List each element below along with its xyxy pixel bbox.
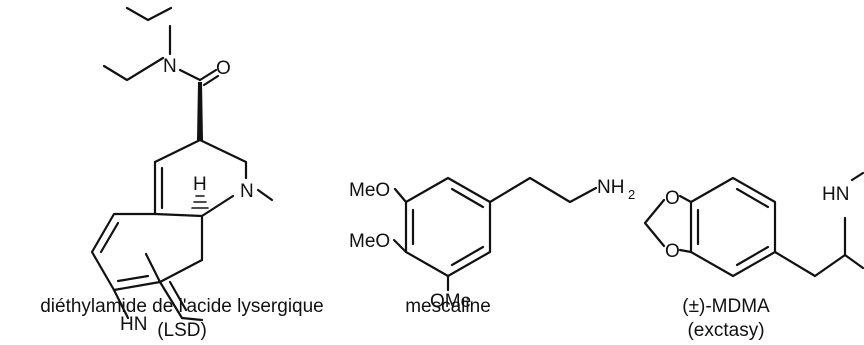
lsd-caption-line1: diéthylamide de l'acide lysergique [40,296,324,317]
lsd-structure: N O N H HN [90,6,274,335]
lsd-atom-h-stereo: H [193,174,207,195]
mescaline-atom-ome: OMe [430,291,471,312]
lsd-caption-line2: (LSD) [157,320,207,341]
lsd-benzene-inner [144,252,162,284]
lsd-wedge-bond [197,82,203,140]
mescaline-bond-meo-mid [392,238,408,254]
mescaline-atom-meo-mid: MeO [349,231,390,252]
mdma-o-top-bond [678,194,693,204]
mdma-double-2 [735,245,770,267]
mdma-atom-o-bottom: O [665,241,680,262]
lsd-carbonyl-2 [202,74,220,87]
mdma-caption-line2: (exctasy) [687,320,764,341]
mescaline-atom-nh-subscript: 2 [628,187,635,202]
lsd-ethyl-top [125,6,173,22]
lsd-atom-n-amide: N [163,56,177,77]
mdma-methylene [643,198,666,248]
mdma-n-methyl [850,171,864,182]
lsd-benzene [90,212,162,292]
lsd-pyrrole-double [168,280,188,312]
lsd-benzene-double-1 [99,221,120,254]
mdma-chain [773,250,847,278]
mescaline-double-2 [450,245,485,267]
lsd-c8-c9 [153,138,202,164]
mescaline-structure: MeO MeO OMe NH 2 [349,176,635,312]
mdma-structure: O O HN [643,171,864,278]
lsd-pyrrole-left [112,288,130,320]
mdma-atom-o-top: O [665,188,680,209]
lsd-n-c5 [200,194,235,218]
lsd-amide-n-c [178,68,202,82]
lsd-atom-o-carbonyl: O [216,58,231,79]
mescaline-benzene [404,176,492,278]
lsd-n-methyl [256,188,274,202]
lsd-hash-bond [191,195,209,209]
mescaline-chain [488,176,598,204]
lsd-atom-hn-indole: HN [120,314,147,335]
mdma-double-1 [735,187,770,209]
mescaline-bond-meo-top [393,187,408,204]
lsd-carbonyl-1 [198,68,218,82]
mdma-methyl [843,253,864,270]
mescaline-atom-nh: NH [597,177,624,198]
mescaline-double-1 [450,187,485,209]
mescaline-caption: mescaline [405,296,491,317]
mdma-o-bottom-bond [678,248,693,254]
mdma-caption-line1: (±)-MDMA [682,296,770,317]
lsd-ring-c [153,212,204,284]
mdma-benzene [689,176,777,278]
lsd-ethyl-left [102,56,165,82]
lsd-pyrrole-right [158,280,204,322]
mescaline-atom-meo-top: MeO [349,180,390,201]
mdma-atom-hn: HN [822,184,849,205]
lsd-benzene-double-2 [116,274,150,283]
lsd-ring-d-right [198,138,248,180]
lsd-atom-n-ring: N [240,181,254,202]
